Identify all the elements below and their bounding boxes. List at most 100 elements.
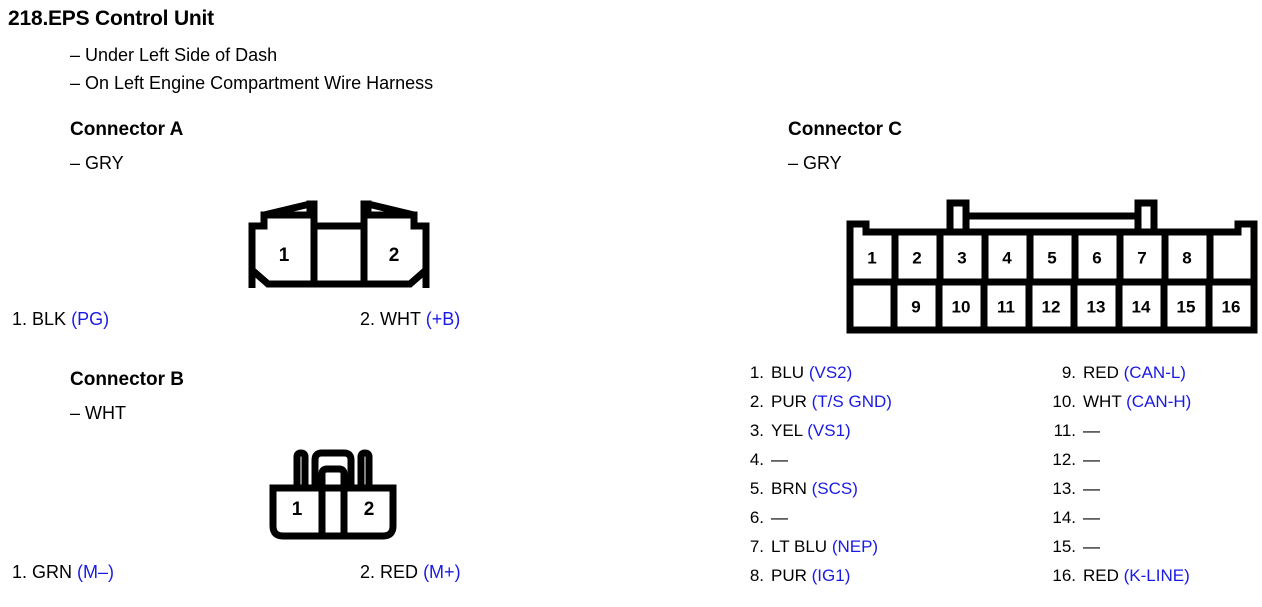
pin-index: 13. — [1052, 479, 1076, 498]
connector-c-cavity-5: 5 — [1047, 248, 1056, 267]
pin-signal-name: (+B) — [425, 309, 461, 329]
pin-index: 3. — [749, 421, 764, 440]
connector-a-cavity-1: 1 — [279, 245, 290, 266]
pin-row-6: 6.— — [730, 503, 892, 532]
connector-c-cavity-8: 8 — [1182, 248, 1191, 267]
connector-b-pin-row-2: 2. RED (M+) — [360, 562, 461, 583]
pin-index: 7. — [749, 537, 764, 556]
pin-signal-name: (PG) — [71, 309, 110, 329]
connector-c-cavity-15: 15 — [1177, 297, 1196, 316]
pin-wire-color: RED — [380, 562, 419, 582]
connector-a-pin-row-1: 1. BLK (PG) — [12, 309, 109, 330]
connector-b-diagram: 1 2 — [268, 448, 398, 540]
pin-wire-color: WHT — [1083, 392, 1122, 411]
pin-signal-name: (VS2) — [808, 363, 853, 382]
pin-wire-color: — — [1083, 450, 1100, 469]
pin-index: 1. — [12, 562, 28, 582]
pin-wire-color: RED — [1083, 566, 1119, 585]
location-line-2: – On Left Engine Compartment Wire Harnes… — [70, 73, 434, 93]
pin-row-2: 2. PUR (T/S GND) — [730, 387, 892, 416]
pin-wire-color: PUR — [771, 392, 807, 411]
pin-wire-color: — — [1083, 537, 1100, 556]
pin-row-3: 3. YEL (VS1) — [730, 416, 892, 445]
connector-a-diagram: 1 2 — [248, 196, 430, 288]
pin-index: 2. — [360, 562, 376, 582]
pin-signal-name: (T/S GND) — [811, 392, 892, 411]
pin-wire-color: — — [1083, 508, 1100, 527]
pin-wire-color: RED — [1083, 363, 1119, 382]
connector-c-pin-list-left: 1.BLU (VS2) 2.PUR (T/S GND) 3.YEL (VS1) … — [730, 358, 892, 590]
pin-index: 15. — [1052, 537, 1076, 556]
pin-signal-name: (K-LINE) — [1123, 566, 1190, 585]
pin-index: 12. — [1052, 450, 1076, 469]
connector-c-cavity-6: 6 — [1092, 248, 1101, 267]
connector-b-color: – WHT — [70, 403, 126, 423]
pin-row-9: 9.RED (CAN-L) — [1042, 358, 1191, 387]
pin-wire-color: WHT — [380, 309, 421, 329]
pin-row-10: 10. WHT (CAN-H) — [1042, 387, 1191, 416]
pin-index: 16. — [1052, 566, 1076, 585]
connector-c-title: Connector C — [788, 119, 902, 140]
pin-index: 10. — [1052, 392, 1076, 411]
pin-wire-color: — — [771, 450, 788, 469]
pin-wire-color: PUR — [771, 566, 807, 585]
pin-wire-color: YEL — [771, 421, 803, 440]
pin-signal-name: (M+) — [423, 562, 461, 582]
connector-c-cavity-11: 11 — [997, 297, 1015, 316]
pin-index: 1. — [12, 309, 28, 329]
page-title: EPS Control Unit — [48, 7, 214, 30]
connector-a-pin-row-2: 2. WHT (+B) — [360, 309, 460, 330]
connector-c-pin-list-right: 9.RED (CAN-L) 10.WHT (CAN-H) 11.— 12.— 1… — [1042, 358, 1191, 590]
connector-a-cavity-2: 2 — [389, 245, 400, 266]
pin-row-4: 4. — — [730, 445, 892, 474]
pin-wire-color: BLK — [32, 309, 67, 329]
connector-c-cavity-12: 12 — [1042, 297, 1061, 316]
pin-wire-color: BRN — [771, 479, 807, 498]
pin-row-16: 16. RED (K-LINE) — [1042, 561, 1191, 590]
connector-c-cavity-4: 4 — [1002, 248, 1012, 267]
connector-c-color: – GRY — [788, 153, 842, 173]
pin-row-7: 7. LT BLU (NEP) — [730, 532, 892, 561]
connector-b-cavity-1: 1 — [292, 499, 303, 520]
pin-wire-color: LT BLU — [771, 537, 828, 556]
pin-wire-color: BLU — [771, 363, 805, 382]
pin-wire-color: — — [771, 508, 788, 527]
pin-wire-color: GRN — [32, 562, 73, 582]
pin-row-13: 13. — — [1042, 474, 1191, 503]
connector-c-cavity-9: 9 — [911, 297, 920, 316]
pin-signal-name: (SCS) — [811, 479, 858, 498]
pin-row-1: 1.BLU (VS2) — [730, 358, 892, 387]
pin-index: 8. — [749, 566, 764, 585]
pin-index: 11. — [1053, 421, 1076, 440]
pin-index: 2. — [360, 309, 376, 329]
pin-row-11: 11. — — [1042, 416, 1191, 445]
connector-b-cavity-2: 2 — [364, 499, 375, 520]
pin-signal-name: (IG1) — [811, 566, 851, 585]
connector-b-pin-row-1: 1. GRN (M–) — [12, 562, 114, 583]
pin-index: 5. — [749, 479, 764, 498]
pin-signal-name: (VS1) — [807, 421, 851, 440]
pin-index: 9. — [1061, 363, 1076, 382]
connector-c-cavity-13: 13 — [1087, 297, 1106, 316]
pin-row-5: 5. BRN (SCS) — [730, 474, 892, 503]
pin-index: 2. — [749, 392, 764, 411]
pin-signal-name: (M–) — [77, 562, 115, 582]
pin-signal-name: (CAN-H) — [1126, 392, 1192, 411]
pin-row-12: 12. — — [1042, 445, 1191, 474]
pin-wire-color: — — [1083, 479, 1100, 498]
pin-row-15: 15. — — [1042, 532, 1191, 561]
connector-a-color: – GRY — [70, 153, 124, 173]
connector-c-cavity-14: 14 — [1132, 297, 1151, 316]
pin-signal-name: (NEP) — [831, 537, 879, 556]
connector-c-cavity-2: 2 — [912, 248, 921, 267]
connector-c-cavity-16: 16 — [1222, 297, 1241, 316]
location-line-1: – Under Left Side of Dash — [70, 45, 278, 65]
pin-wire-color: — — [1083, 421, 1100, 440]
pin-row-14: 14.— — [1042, 503, 1191, 532]
connector-c-cavity-7: 7 — [1137, 248, 1146, 267]
pin-index: 4. — [749, 450, 764, 469]
connector-c-cavity-3: 3 — [957, 248, 966, 267]
connector-b-title: Connector B — [70, 369, 184, 390]
pin-row-8: 8. PUR (IG1) — [730, 561, 892, 590]
connector-c-cavity-1: 1 — [867, 248, 876, 267]
